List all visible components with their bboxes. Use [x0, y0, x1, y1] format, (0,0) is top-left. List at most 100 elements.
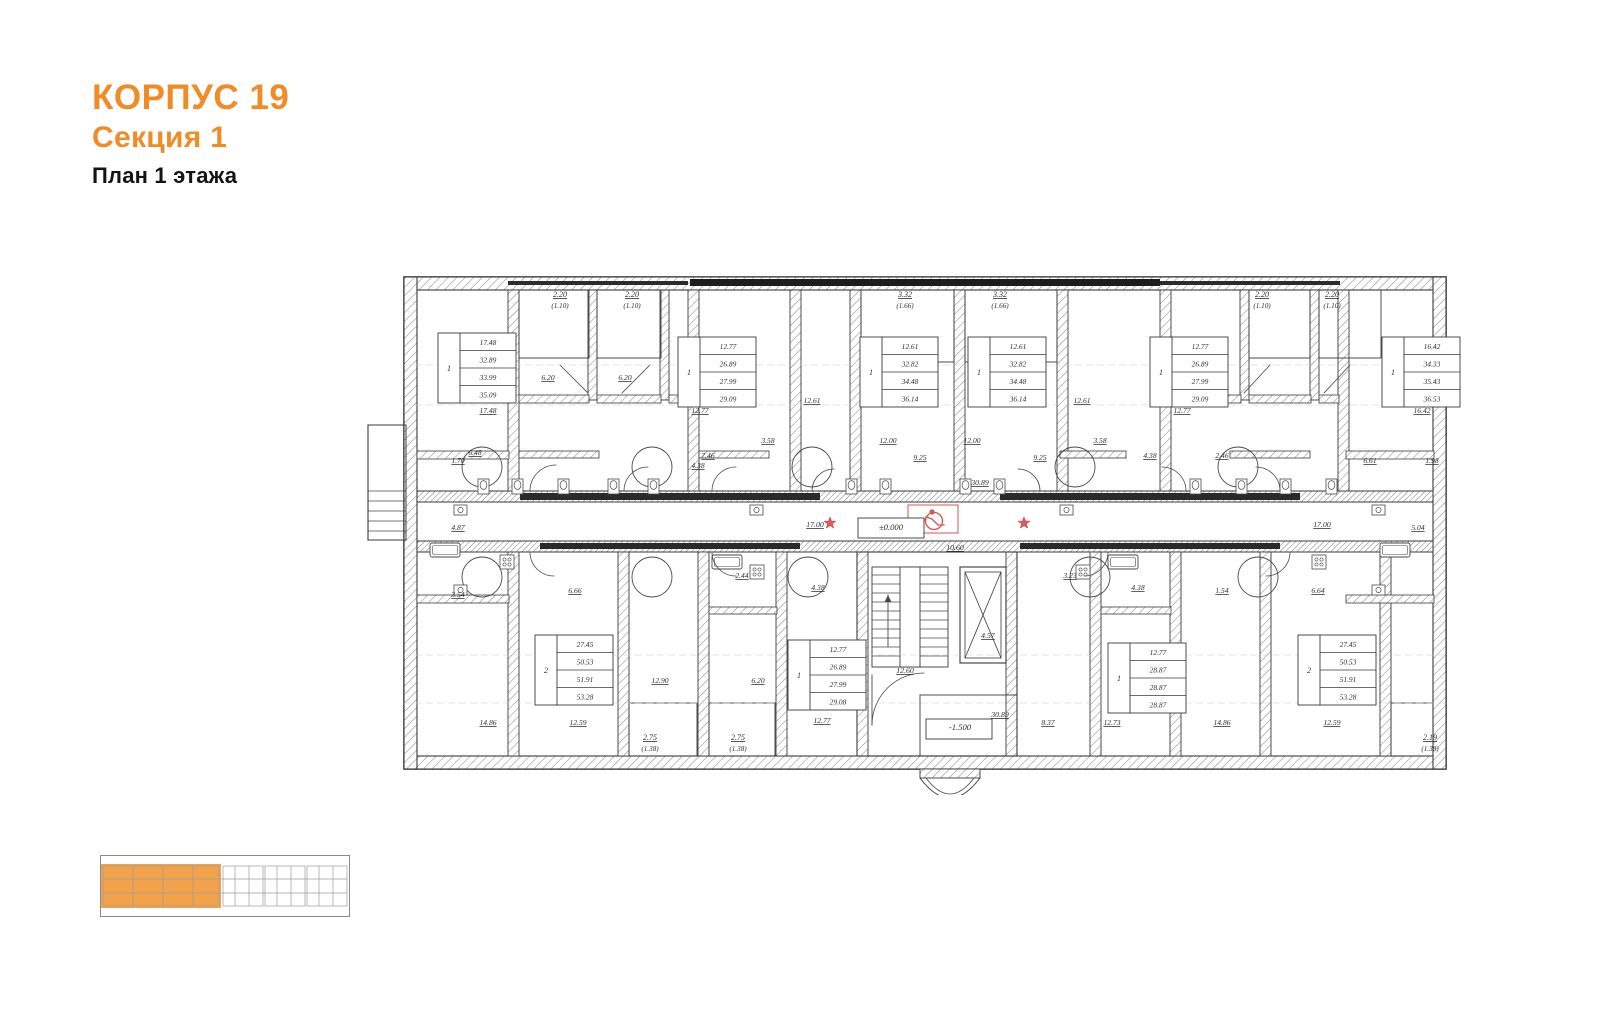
apartment-area-value: 12.77 — [1192, 342, 1209, 351]
apartment-area-value: 33.99 — [479, 373, 497, 382]
room-area-label: 9.25 — [1033, 453, 1046, 462]
balcony-label: 3.32 (1.66) — [896, 290, 914, 310]
room-area-label: 12.77 — [1173, 406, 1191, 415]
apartment-room-count: 2 — [1307, 666, 1311, 675]
apartment-room-count: 2 — [544, 666, 548, 675]
balcony-label: 2.19 (1.38) — [1421, 733, 1439, 753]
key-map-svg — [101, 864, 348, 908]
room-area-label: 17.48 — [479, 406, 496, 415]
room-area-label: 12.00 — [879, 436, 896, 445]
apartment-area-value: 27.45 — [1340, 640, 1357, 649]
room-area-label: 6.20 — [541, 373, 554, 382]
apartment-area-value: 27.99 — [1192, 377, 1209, 386]
room-area-label: 8.37 — [1041, 718, 1055, 727]
corridor-spine — [416, 490, 1434, 553]
svg-text:2.75: 2.75 — [731, 733, 745, 742]
apartment-area-value: 36.53 — [1423, 394, 1441, 403]
apartment-area-value: 28.87 — [1150, 683, 1167, 692]
apartment-room-count: 1 — [977, 368, 981, 377]
room-area-label: 6.48 — [468, 448, 481, 457]
corridor-right-area: 17.00 — [1313, 520, 1331, 529]
apartment-area-value: 27.45 — [577, 640, 594, 649]
apartment-area-value: 26.89 — [720, 359, 737, 368]
apartment-area-value: 12.61 — [902, 342, 919, 351]
svg-text:3.32: 3.32 — [992, 290, 1007, 299]
stair-lift-core — [856, 551, 1018, 757]
room-area-label: 12.61 — [1073, 396, 1090, 405]
room-area-label: 4.87 — [451, 523, 465, 532]
svg-text:2.20: 2.20 — [1255, 290, 1269, 299]
room-area-label: 1.98 — [1425, 456, 1438, 465]
svg-text:(1.38): (1.38) — [641, 745, 659, 753]
key-map-active-section — [101, 864, 221, 908]
room-area-label: 12.73 — [1103, 718, 1120, 727]
apartment-area-value: 50.53 — [1340, 657, 1357, 666]
floor-plan-svg: 117.4832.8933.9935.09112.7726.8927.9929.… — [367, 276, 1461, 795]
svg-text:2.19: 2.19 — [1423, 733, 1437, 742]
stair-label-bottom: 30.89 — [990, 710, 1009, 719]
apartment-area-value: 34.33 — [1423, 359, 1441, 368]
level-mark-boxes — [857, 517, 993, 740]
svg-text:(1.38): (1.38) — [1421, 745, 1439, 753]
apartment-area-value: 53.28 — [1340, 692, 1357, 701]
apartment-area-value: 12.77 — [720, 342, 737, 351]
title-block: КОРПУС 19 Секция 1 План 1 этажа — [92, 78, 289, 188]
room-area-label: 14.86 — [479, 718, 496, 727]
accessibility-markers — [823, 504, 1031, 534]
room-area-label: 1.54 — [1215, 586, 1228, 595]
apartment-area-value: 27.99 — [830, 680, 847, 689]
apartment-area-value: 26.89 — [1192, 359, 1209, 368]
room-area-label: 12.90 — [651, 676, 668, 685]
apartment-area-value: 35.43 — [1423, 377, 1441, 386]
level-entry: ±0.000 — [879, 522, 904, 532]
apartment-area-value: 12.77 — [1150, 648, 1167, 657]
svg-text:3.32: 3.32 — [897, 290, 912, 299]
page-title: КОРПУС 19 — [92, 78, 290, 117]
apartment-area-value: 27.99 — [720, 377, 737, 386]
room-area-label: 6.64 — [1311, 586, 1324, 595]
svg-text:2.20: 2.20 — [553, 290, 567, 299]
room-area-label: 3.23 — [1062, 571, 1076, 580]
tambour-area: 10.60 — [946, 543, 964, 552]
room-area-label: 6.61 — [1363, 456, 1376, 465]
svg-text:2.20: 2.20 — [1325, 290, 1339, 299]
room-area-label: 6.20 — [751, 676, 764, 685]
room-area-label: 4.38 — [691, 461, 704, 470]
room-area-label: 6.66 — [568, 586, 581, 595]
apartment-area-value: 50.53 — [577, 657, 594, 666]
apartment-area-value: 29.09 — [720, 394, 737, 403]
svg-text:(1.66): (1.66) — [991, 302, 1009, 310]
room-area-label: 16.42 — [1413, 406, 1430, 415]
building-key-map[interactable] — [100, 855, 350, 917]
svg-text:2.20: 2.20 — [625, 290, 639, 299]
room-area-label: 12.59 — [569, 718, 586, 727]
lift-area: 4.57 — [981, 631, 996, 640]
wheelchair-icon — [907, 504, 959, 534]
entrance-porch — [919, 768, 981, 795]
apartment-area-value: 35.09 — [479, 390, 497, 399]
section-subtitle: Секция 1 — [92, 121, 228, 155]
room-area-label: 1.70 — [451, 456, 464, 465]
apartment-area-value: 36.14 — [901, 394, 919, 403]
apartment-area-value: 28.87 — [1150, 665, 1167, 674]
room-area-label: 6.20 — [618, 373, 631, 382]
apartment-area-value: 12.61 — [1010, 342, 1027, 351]
svg-text:(1.10): (1.10) — [1253, 302, 1271, 310]
apartment-area-value: 32.82 — [1009, 359, 1027, 368]
decor-circles — [461, 446, 1279, 598]
room-area-label: 12.77 — [691, 406, 709, 415]
svg-text:(1.10): (1.10) — [551, 302, 569, 310]
balcony-label: 2.75(1.38) — [641, 733, 659, 753]
exterior-stair-left — [367, 424, 407, 541]
svg-text:(1.66): (1.66) — [896, 302, 914, 310]
